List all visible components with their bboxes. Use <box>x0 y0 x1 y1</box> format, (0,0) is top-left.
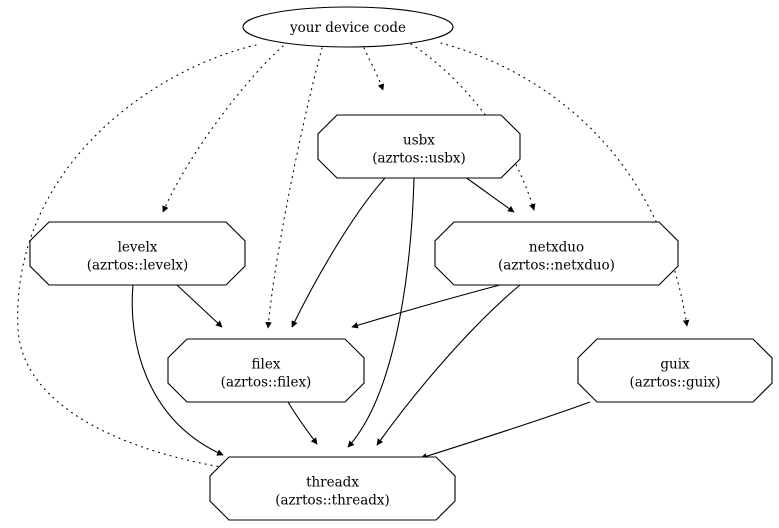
node-label-namespace: (azrtos::filex) <box>221 375 312 391</box>
node-label-namespace: (azrtos::threadx) <box>275 493 390 509</box>
node-label-name: netxduo <box>529 240 584 256</box>
node-label-namespace: (azrtos::levelx) <box>87 258 189 274</box>
edge-device-to-netxduo <box>410 43 536 211</box>
edge-levelx-to-filex <box>176 284 223 328</box>
edge-device-to-usbx <box>363 47 385 91</box>
node-netxduo[interactable]: netxduo(azrtos::netxduo) <box>434 221 679 286</box>
node-shape-ellipse <box>242 6 454 48</box>
edge-device-to-levelx <box>162 45 284 213</box>
edge-levelx-to-threadx <box>131 284 224 456</box>
node-threadx[interactable]: threadx(azrtos::threadx) <box>209 456 456 521</box>
node-levelx[interactable]: levelx(azrtos::levelx) <box>29 221 246 286</box>
node-label-name: levelx <box>118 240 158 256</box>
node-label-namespace: (azrtos::netxduo) <box>498 258 615 274</box>
node-shape-octagon <box>167 338 365 403</box>
node-device[interactable]: your device code <box>242 6 454 48</box>
node-shape-octagon <box>29 221 246 286</box>
node-label-namespace: (azrtos::guix) <box>630 375 721 391</box>
node-label-namespace: (azrtos::usbx) <box>372 151 466 167</box>
edge-filex-to-threadx <box>287 401 318 445</box>
node-shape-octagon <box>317 114 521 179</box>
node-shape-octagon <box>209 456 456 521</box>
edge-usbx-to-filex <box>291 177 386 328</box>
edge-guix-to-threadx <box>420 401 591 460</box>
node-usbx[interactable]: usbx(azrtos::usbx) <box>317 114 521 179</box>
edge-usbx-to-threadx <box>347 177 415 448</box>
node-label-name: usbx <box>403 133 435 149</box>
edge-netxduo-to-filex <box>351 284 501 329</box>
node-guix[interactable]: guix(azrtos::guix) <box>577 338 773 403</box>
node-label-name: filex <box>252 357 281 373</box>
node-label-name: guix <box>660 357 690 373</box>
node-shape-octagon <box>434 221 679 286</box>
node-label-name: threadx <box>306 475 359 491</box>
edges-layer <box>17 42 690 471</box>
edge-device-to-filex <box>265 47 323 329</box>
node-filex[interactable]: filex(azrtos::filex) <box>167 338 365 403</box>
node-shape-octagon <box>577 338 773 403</box>
node-label-name: your device code <box>289 20 406 36</box>
nodes-layer: your device codeusbx(azrtos::usbx)levelx… <box>29 6 773 521</box>
edge-netxduo-to-threadx <box>376 284 521 446</box>
